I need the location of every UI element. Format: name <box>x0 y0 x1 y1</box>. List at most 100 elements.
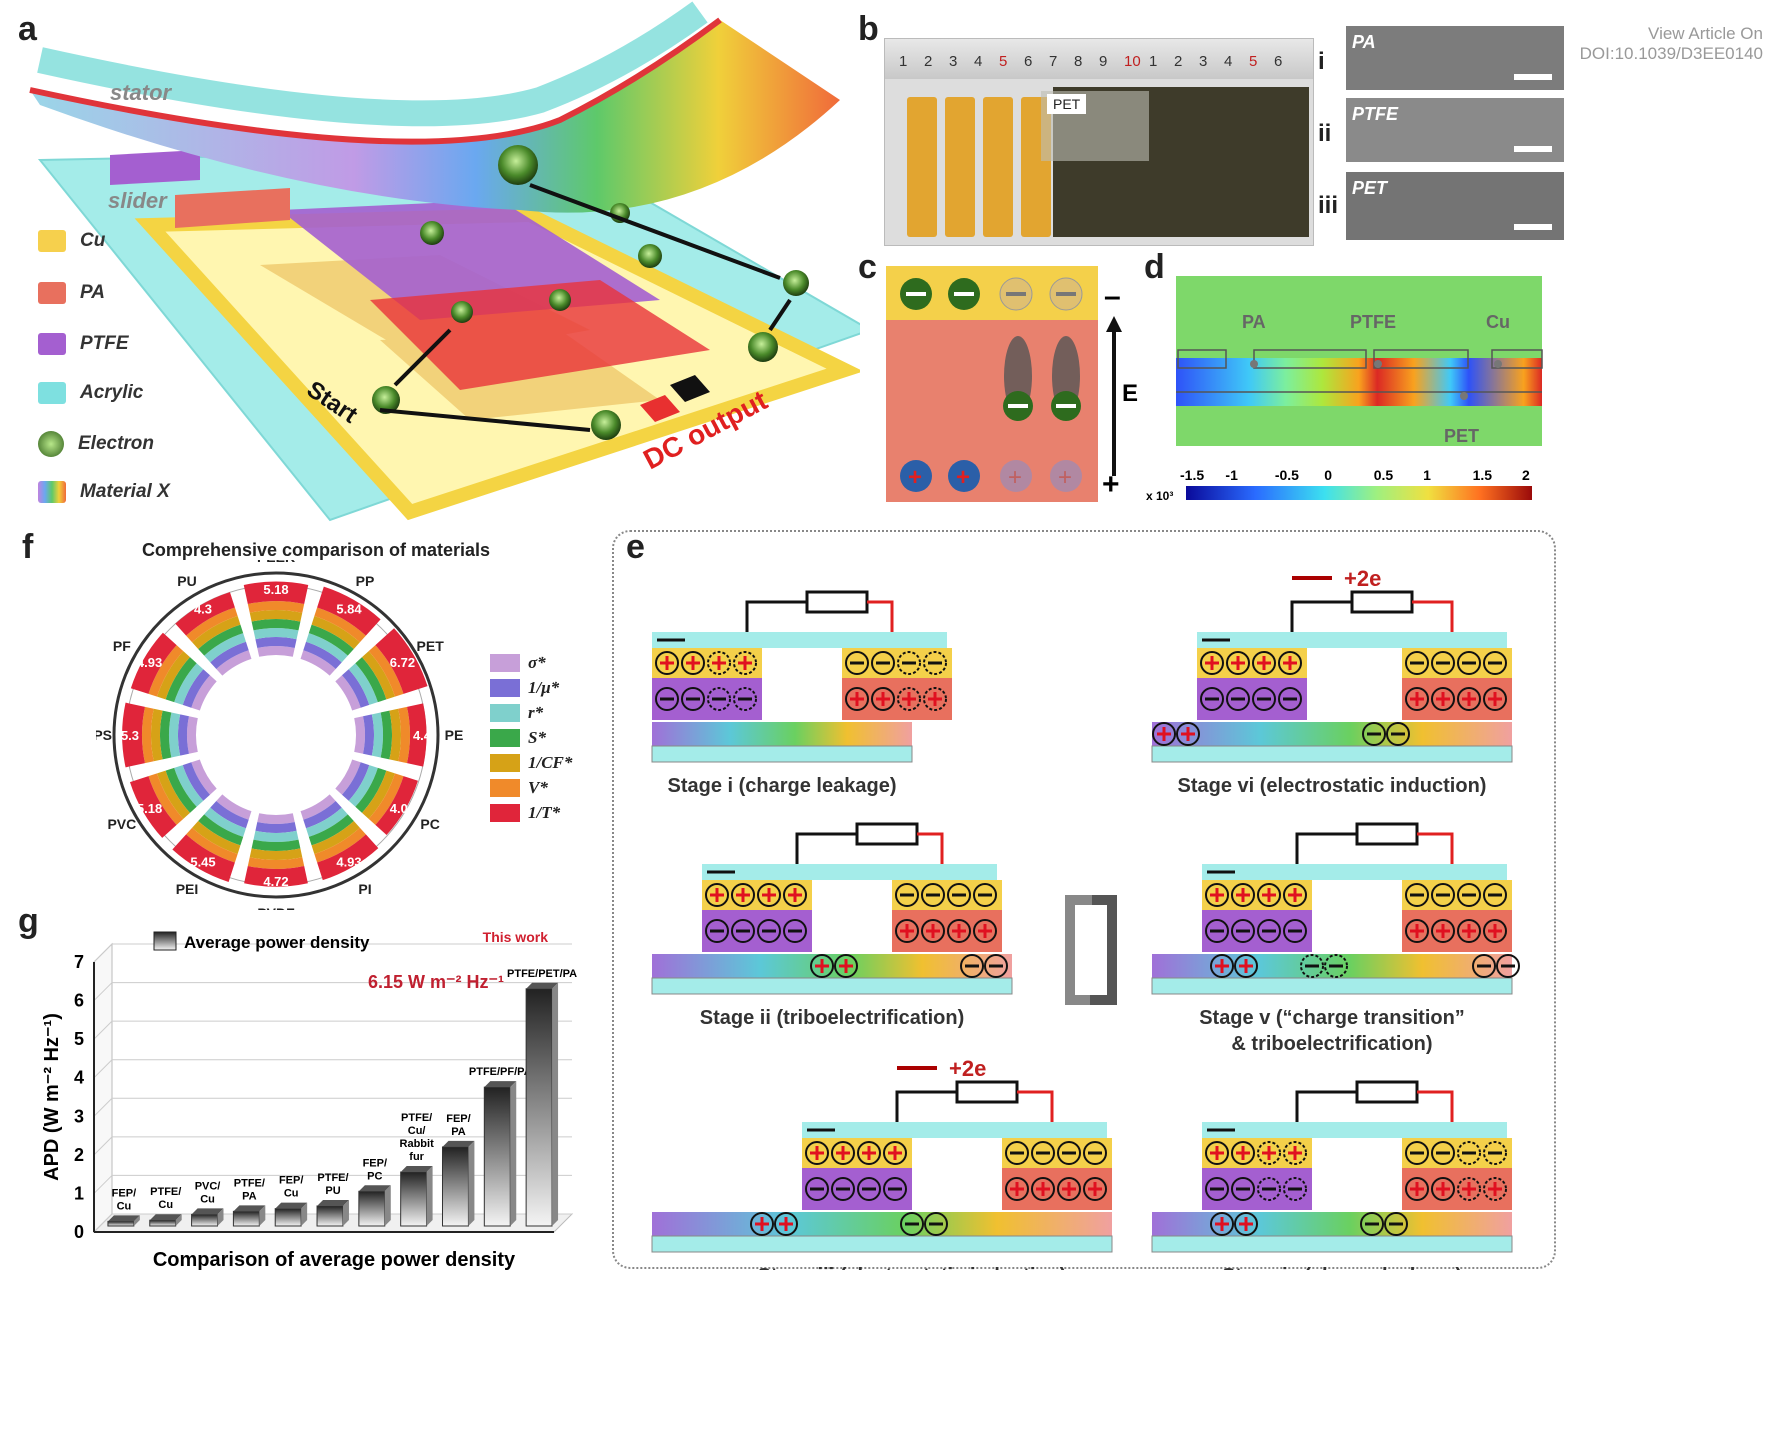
radial-segment <box>160 710 172 760</box>
swatch-material-x <box>38 481 66 503</box>
radial-segment <box>247 601 305 613</box>
colorbar-tick: -1.5 <box>1180 467 1204 483</box>
radial-value-label: 5.45 <box>190 854 215 869</box>
bar-side <box>384 1185 391 1226</box>
charge-icon <box>783 919 807 943</box>
charge-icon <box>1483 687 1507 711</box>
radial-value-label: 4.3 <box>194 602 212 617</box>
charge-icon <box>1384 1212 1408 1236</box>
radial-segment <box>186 827 238 863</box>
charge-icon <box>1496 954 1520 978</box>
radial-value-label: 5.84 <box>336 602 362 617</box>
charge-icon <box>845 651 869 675</box>
radial-segment <box>157 770 190 819</box>
radial-segment <box>251 619 301 631</box>
bar-category-label: PTFE/PF/PA <box>469 1066 532 1078</box>
panel-f-legend: σ*1/μ*r*S*1/CF*V*1/T* <box>490 650 572 825</box>
charge-icon <box>831 1177 855 1201</box>
charge-icon <box>1457 651 1481 675</box>
label-pet: PET <box>1444 426 1479 446</box>
bar-category-label: Cu <box>284 1188 299 1200</box>
legend-swatch <box>490 778 520 797</box>
ruler-number: 6 <box>1024 53 1033 70</box>
gridline-side <box>93 1097 113 1117</box>
charge-icon <box>924 1212 948 1236</box>
watermark-line2: DOI:10.1039/D3EE0140 <box>1579 44 1763 63</box>
bar-category-label: PC <box>367 1170 382 1182</box>
charge-icon <box>895 883 919 907</box>
radial-segment <box>348 765 378 807</box>
y-tick-label: 0 <box>74 1222 84 1242</box>
radial-segment <box>186 607 238 643</box>
material-label: PP <box>356 573 375 589</box>
legend-swatch <box>490 753 520 772</box>
charge-icon <box>1405 1141 1429 1165</box>
material-label: PE <box>445 727 464 743</box>
charge-icon <box>845 687 869 711</box>
bar-top <box>484 1081 517 1088</box>
ruler-number: 4 <box>1224 53 1233 70</box>
panel-label-c: c <box>858 248 877 286</box>
radial-segment <box>317 586 381 636</box>
panel-e-stage-diagrams: Stage i (charge leakage)Stage vi (electr… <box>651 566 1520 1270</box>
charge-icon <box>1472 954 1496 978</box>
radial-segment <box>311 616 360 649</box>
legend-label: 1/CF* <box>528 752 573 772</box>
charge-icon <box>733 651 757 675</box>
y-tick-label: 1 <box>74 1183 84 1203</box>
legend-label: σ* <box>528 652 546 672</box>
radial-segment <box>253 628 299 640</box>
material-label: PC <box>420 816 439 832</box>
ruler-number: 2 <box>924 53 933 70</box>
bar-category-label: PTFE/PET/PA <box>507 968 577 980</box>
bar <box>107 1220 135 1227</box>
charge-icon <box>1431 1177 1455 1201</box>
chart-side-wall <box>93 942 113 1234</box>
radial-value-label: 6.72 <box>390 655 415 670</box>
legend-label: r* <box>528 702 544 722</box>
charge-icon <box>1231 1177 1255 1201</box>
ruler-number: 10 <box>1124 53 1141 70</box>
bar-category-label: Cu <box>117 1200 132 1212</box>
charge-icon <box>984 954 1008 978</box>
radial-value-label: 4.04 <box>390 801 416 816</box>
sem-roman-labels: i ii iii <box>1318 26 1338 242</box>
bar-category-label: PTFE/ <box>401 1112 432 1124</box>
radial-segment <box>172 834 235 882</box>
panel-label-d: d <box>1144 248 1165 286</box>
stage-label: & triboelectrification) <box>1231 1033 1432 1055</box>
charge-icon <box>750 1212 774 1236</box>
field-label: E <box>1122 380 1138 407</box>
bar-side <box>426 1166 433 1226</box>
stage-diagram <box>651 822 1013 995</box>
radial-segment <box>341 669 370 708</box>
charge-icon <box>1431 919 1455 943</box>
charge-icon <box>1005 1141 1029 1165</box>
radial-segment <box>368 645 404 697</box>
radial-segment <box>174 663 204 705</box>
panel-label-e: e <box>626 528 645 566</box>
colorbar-tick: -1 <box>1225 467 1238 483</box>
charge-icon <box>1457 1141 1481 1165</box>
radial-segment <box>243 581 309 604</box>
bar-category-label: PU <box>325 1185 340 1197</box>
material-label: PF <box>113 638 131 654</box>
bar-top <box>233 1205 266 1212</box>
material-label: PET <box>417 638 445 654</box>
current-label: +2e <box>1344 566 1381 591</box>
ruler-number: 1 <box>1149 53 1158 70</box>
legend-swatch <box>153 931 177 951</box>
radial-segment <box>311 821 360 854</box>
radial-segment <box>151 708 163 762</box>
bar-top <box>442 1140 475 1147</box>
bar <box>232 1210 260 1227</box>
ruler-number: 7 <box>1049 53 1058 70</box>
stage-label: Stage i (charge leakage) <box>668 775 897 797</box>
charge-icon <box>805 1177 829 1201</box>
charge-icon <box>871 651 895 675</box>
current-label: +2e <box>949 1056 986 1081</box>
bar-side <box>133 1215 140 1226</box>
charge-icon <box>1252 687 1276 711</box>
charge-icon <box>1257 1177 1281 1201</box>
